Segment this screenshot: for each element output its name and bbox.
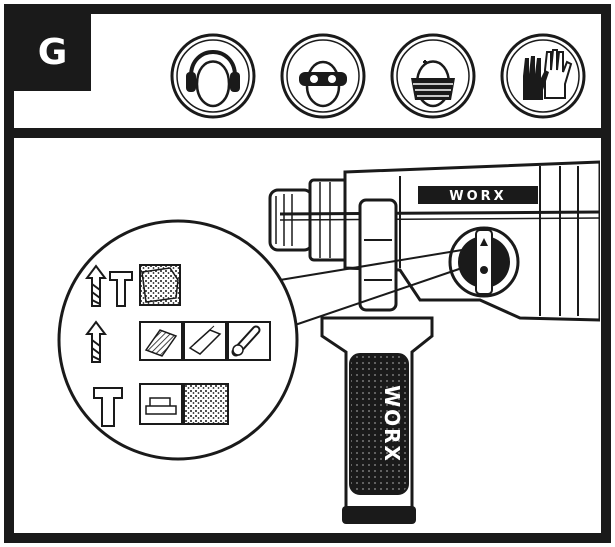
outer-frame xyxy=(4,4,611,543)
pipe-material-icon xyxy=(227,321,271,361)
brand-handle-text: WORX xyxy=(380,385,404,463)
rotary-hammer-drill: WORX WORX xyxy=(268,160,600,524)
brick-material-icon xyxy=(139,383,183,425)
hammer-drill-mode-icon xyxy=(85,264,133,307)
side-handle-collar xyxy=(358,198,398,312)
callout-leader-bottom xyxy=(291,267,463,327)
wood-material-icon xyxy=(139,321,183,361)
depth-rod xyxy=(279,210,600,216)
ear-protection-icon xyxy=(170,33,256,119)
chisel-mode-icon xyxy=(93,387,123,427)
drill-mode-icon xyxy=(85,320,107,363)
mode-callout xyxy=(57,219,299,461)
work-gloves-icon xyxy=(500,33,586,119)
step-label: G xyxy=(14,14,91,91)
handle-grip xyxy=(349,353,409,495)
safety-goggles-icon xyxy=(280,33,366,119)
metal-material-icon xyxy=(183,321,227,361)
brand-top-text: WORX xyxy=(449,189,506,204)
brand-plate-top xyxy=(418,186,538,204)
concrete-material-icon-2 xyxy=(183,383,229,425)
dust-mask-icon xyxy=(390,33,476,119)
callout-leader-top xyxy=(279,249,463,281)
